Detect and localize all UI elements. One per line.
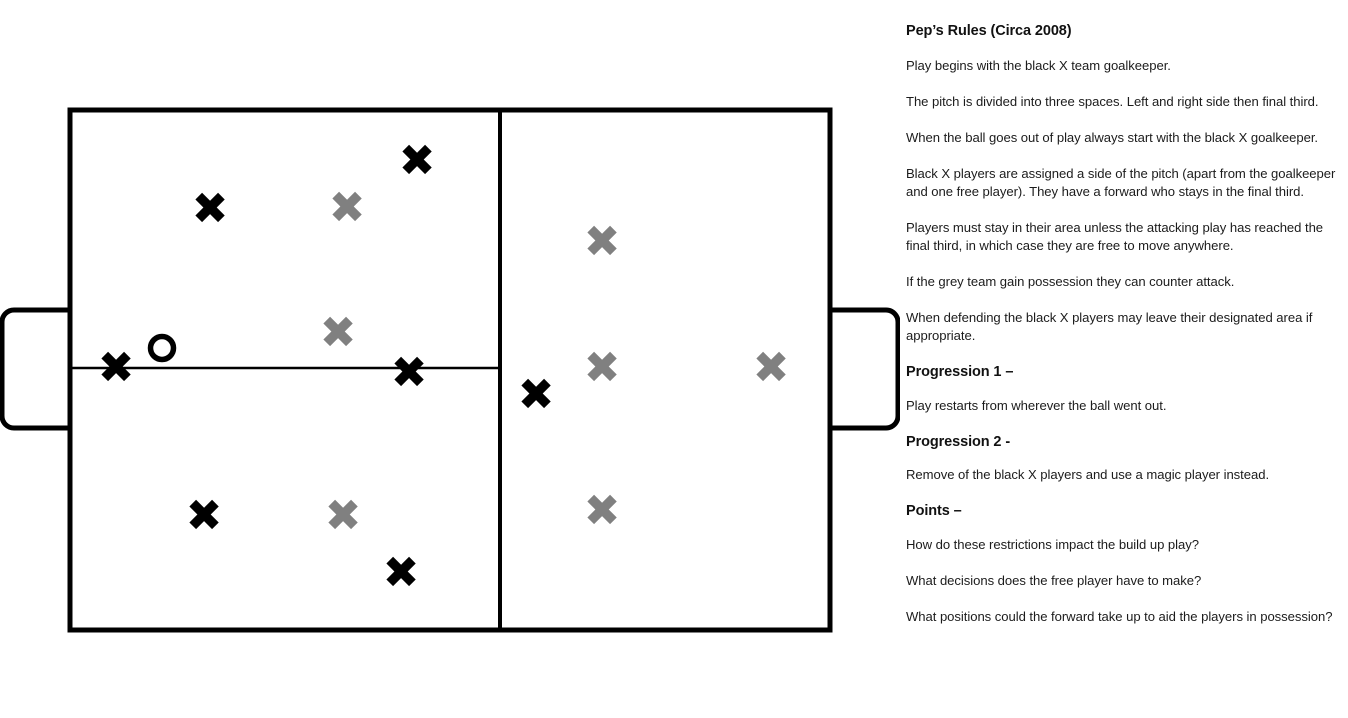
- player-marker-black-forward: ✖: [518, 370, 555, 421]
- left-goal-box: [0, 307, 70, 431]
- pitch-boundary: [67, 107, 833, 633]
- rules-subheading: Progression 2 -: [906, 433, 1011, 450]
- player-marker-black-centre: ✖: [391, 348, 428, 399]
- player-marker-black-gk: ✖: [98, 343, 135, 394]
- player-marker-grey-top: ✖: [329, 183, 366, 234]
- rules-body: Play begins with the black X team goalke…: [906, 57, 1336, 627]
- rules-paragraph: Black X players are assigned a side of t…: [906, 165, 1336, 199]
- player-markers-layer: ✖ ✖ ✖ ✖ ✖ ✖ ✖ ✖ ✖ ✖ ✖ ✖ ✖ ✖: [98, 136, 790, 599]
- player-marker-grey-centre: ✖: [320, 308, 357, 359]
- rules-paragraph: Players must stay in their area unless t…: [906, 219, 1324, 253]
- rules-title: Pep’s Rules (Circa 2008): [906, 23, 1072, 39]
- rules-paragraph: What decisions does the free player have…: [906, 573, 1202, 588]
- pitch-svg: ✖ ✖ ✖ ✖ ✖ ✖ ✖ ✖ ✖ ✖ ✖ ✖ ✖ ✖: [0, 107, 900, 633]
- player-marker-grey-final-bot: ✖: [584, 486, 621, 537]
- player-marker-black-left-mid: ✖: [186, 491, 223, 542]
- rules-paragraph: When defending the black X players may l…: [906, 310, 1313, 344]
- player-marker-black-wide-top: ✖: [399, 136, 436, 187]
- rules-subheading: Progression 1 –: [906, 364, 1014, 381]
- rules-panel: Pep’s Rules (Circa 2008) Play begins wit…: [906, 0, 1336, 718]
- rules-paragraph: The pitch is divided into three spaces. …: [906, 93, 1319, 109]
- player-marker-grey-bottom: ✖: [325, 491, 362, 542]
- pitch-figure: ✖ ✖ ✖ ✖ ✖ ✖ ✖ ✖ ✖ ✖ ✖ ✖ ✖ ✖: [0, 107, 900, 633]
- rules-paragraph: What positions could the forward take up…: [906, 609, 1333, 625]
- rules-paragraph: Play restarts from wherever the ball wen…: [906, 397, 1167, 413]
- rules-paragraph: If the grey team gain possession they ca…: [906, 273, 1235, 289]
- rules-paragraph: Play begins with the black X team goalke…: [906, 57, 1171, 73]
- player-marker-black-left-back: ✖: [192, 184, 229, 235]
- player-marker-grey-final-top: ✖: [584, 217, 621, 268]
- rules-paragraph: When the ball goes out of play always st…: [906, 129, 1318, 145]
- rules-subheading: Points –: [906, 503, 962, 520]
- rules-paragraph: How do these restrictions impact the bui…: [906, 536, 1199, 552]
- right-goal-box: [830, 307, 900, 431]
- player-marker-grey-gk: ✖: [753, 343, 790, 394]
- ball-marker: [147, 333, 177, 363]
- player-marker-black-wide-bot: ✖: [383, 548, 420, 599]
- rules-paragraph: Remove of the black X players and use a …: [906, 467, 1270, 483]
- player-marker-grey-final-mid: ✖: [584, 343, 621, 394]
